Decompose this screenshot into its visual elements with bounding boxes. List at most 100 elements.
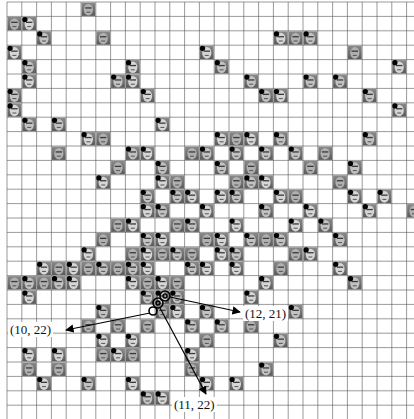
face-skin (99, 134, 108, 146)
face-background (156, 233, 170, 246)
face-dot (274, 233, 279, 238)
face-thumbnail (185, 147, 199, 160)
face-thumbnail (82, 262, 96, 275)
face-mouth (175, 185, 179, 186)
face-background (37, 31, 51, 44)
face-dot (96, 175, 101, 180)
face-thumbnail (156, 175, 170, 188)
face-background (200, 262, 214, 275)
face-thumbnail (126, 262, 140, 275)
face-eyes (337, 238, 343, 239)
face-dot (215, 161, 220, 166)
face-eyes (352, 51, 358, 52)
face-mouth (234, 228, 238, 229)
face-thumbnail (363, 89, 377, 102)
face-eyes (263, 281, 269, 282)
face-dot (200, 305, 205, 310)
face-background (37, 377, 51, 390)
face-background (126, 247, 140, 260)
face-eyes (56, 353, 62, 354)
grid-line (7, 30, 414, 31)
face-thumbnail (37, 262, 51, 275)
face-thumbnail (141, 319, 155, 332)
face-thumbnail (52, 147, 66, 160)
face-eyes (204, 382, 210, 383)
face-eyes (41, 267, 47, 268)
face-skin (291, 33, 300, 45)
face-dot (230, 190, 235, 195)
face-dot (259, 204, 264, 209)
face-thumbnail (96, 334, 110, 347)
grid-line (7, 146, 414, 147)
face-mouth (86, 257, 90, 258)
face-mouth (323, 228, 327, 229)
face-eyes (174, 310, 180, 311)
face-background (333, 233, 347, 246)
face-background (200, 305, 214, 318)
face-background (126, 147, 140, 160)
face-eyes (292, 252, 298, 253)
selection-circle (163, 294, 167, 298)
face-thumbnail (96, 175, 110, 188)
face-eyes (278, 195, 284, 196)
face-dot (22, 75, 27, 80)
face-dot (289, 219, 294, 224)
grid-line (7, 218, 414, 219)
face-mouth (131, 228, 135, 229)
face-background (200, 334, 214, 347)
face-mouth (12, 285, 16, 286)
grid-line (7, 304, 414, 305)
grid-line (110, 2, 111, 419)
grid-line (7, 45, 414, 46)
face-mouth (116, 357, 120, 358)
face-thumbnail (244, 161, 258, 174)
face-eyes (248, 238, 254, 239)
face-thumbnail (111, 161, 125, 174)
face-background (215, 60, 229, 73)
face-background (259, 276, 273, 289)
face-background (244, 132, 258, 145)
face-dot (126, 147, 131, 152)
face-background (363, 204, 377, 217)
face-background (8, 89, 22, 102)
face-thumbnail (8, 103, 22, 116)
face-thumbnail (37, 276, 51, 289)
face-thumbnail (185, 219, 199, 232)
face-dot (304, 247, 309, 252)
face-background (8, 17, 22, 30)
face-background (289, 247, 303, 260)
face-background (230, 377, 244, 390)
face-eyes (189, 324, 195, 325)
grid-line (7, 160, 414, 161)
face-mouth (12, 55, 16, 56)
face-thumbnail (52, 118, 66, 131)
selection-circle (156, 301, 160, 305)
face-eyes (218, 324, 224, 325)
face-mouth (368, 98, 372, 99)
face-thumbnail (185, 190, 199, 203)
face-thumbnail (82, 377, 96, 390)
face-dot (156, 161, 161, 166)
face-dot (333, 75, 338, 80)
face-eyes (263, 180, 269, 181)
face-eyes (204, 151, 210, 152)
face-mouth (190, 156, 194, 157)
grid-line (125, 2, 126, 419)
grid-line (7, 117, 414, 118)
leader-arrow (66, 313, 150, 330)
face-mouth (160, 401, 164, 402)
face-mouth (308, 170, 312, 171)
face-skin (173, 220, 182, 232)
face-dot (378, 190, 383, 195)
face-background (96, 334, 110, 347)
face-background (185, 319, 199, 332)
face-thumbnail (170, 175, 184, 188)
face-background (289, 219, 303, 232)
face-background (185, 363, 199, 376)
face-background (126, 75, 140, 88)
face-skin (335, 177, 344, 189)
face-mouth (131, 69, 135, 70)
face-eyes (26, 65, 32, 66)
face-background (244, 319, 258, 332)
face-thumbnail (333, 75, 347, 88)
